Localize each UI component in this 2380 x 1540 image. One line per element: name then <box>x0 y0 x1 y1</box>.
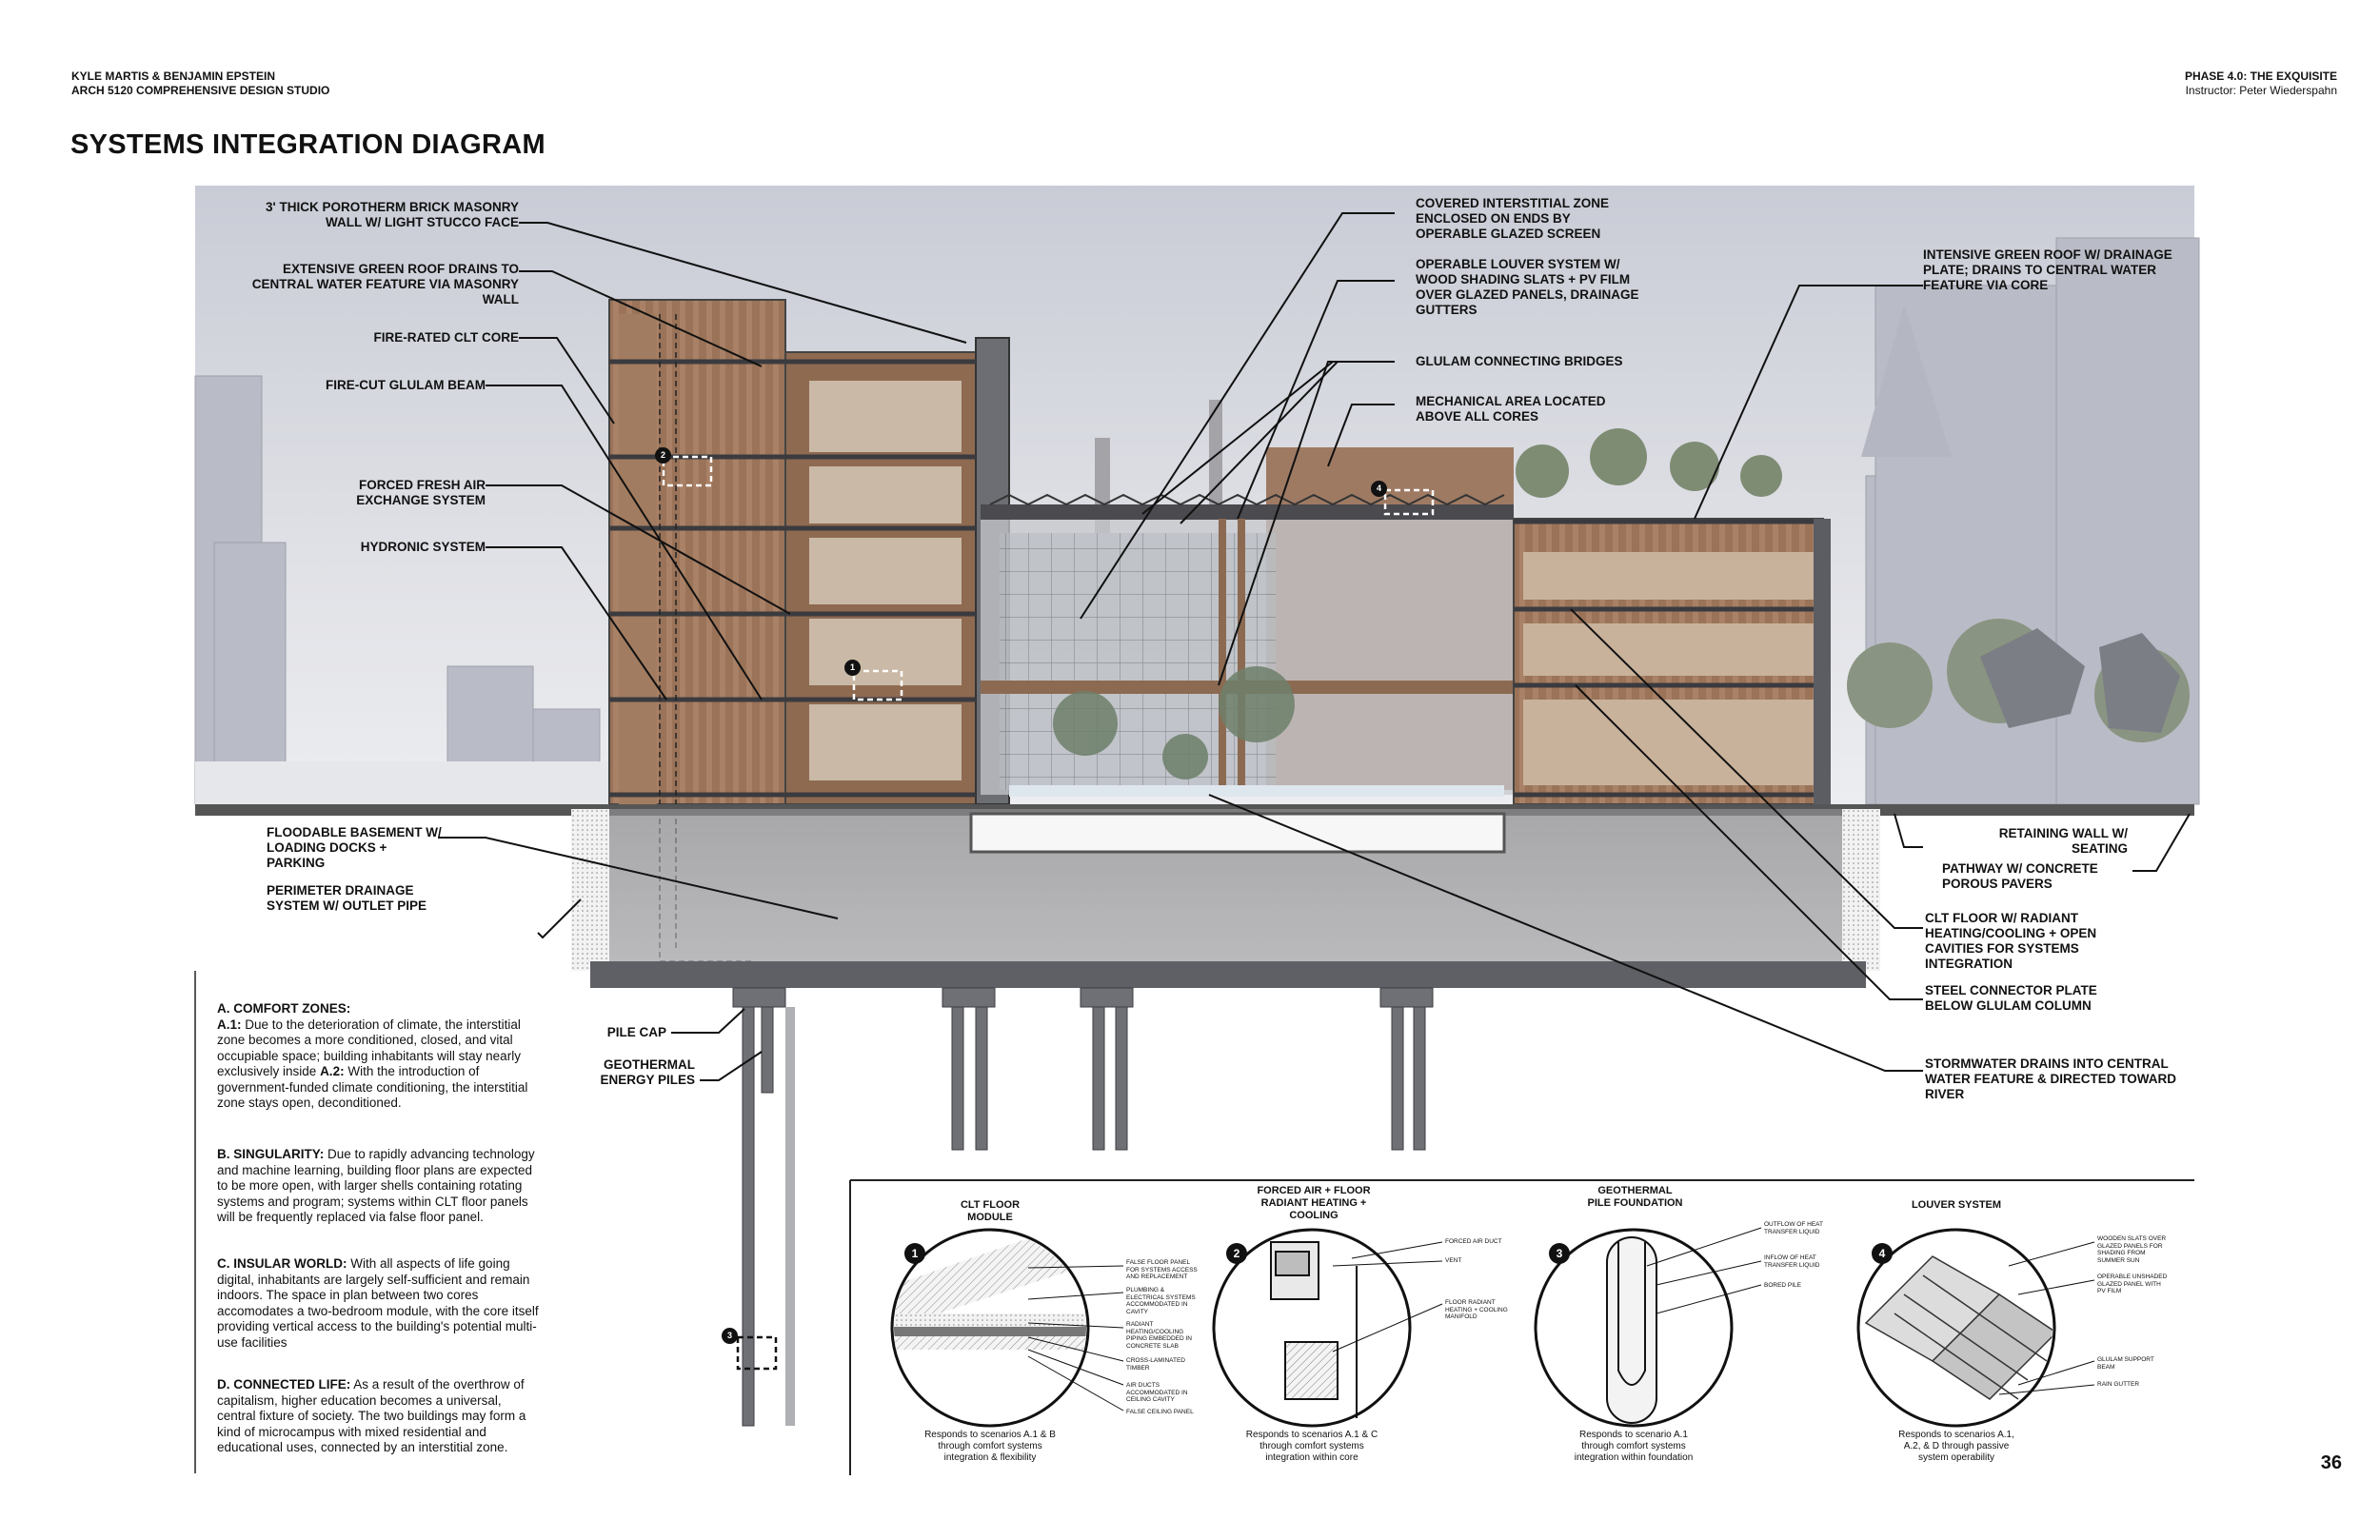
detail-4-note-1: WOODEN SLATS OVER GLAZED PANELS FOR SHAD… <box>2097 1235 2167 1264</box>
detail-4-note-2: OPERABLE UNSHADED GLAZED PANEL WITH PV F… <box>2097 1273 2168 1294</box>
scenario-d-text: As a result of the overthrow of capitali… <box>217 1377 526 1454</box>
scenario-a-heading: A. COMFORT ZONES: <box>217 1001 351 1016</box>
callout-louver: OPERABLE LOUVER SYSTEM W/ WOOD SHADING S… <box>1416 257 1639 317</box>
phase: PHASE 4.0: THE EXQUISITE <box>2184 69 2337 83</box>
detail-1-note-3: RADIANT HEATING/COOLING PIPING EMBEDDED … <box>1126 1321 1192 1350</box>
marker-4: 4 <box>1371 481 1387 497</box>
scenario-a2-label: A.2: <box>320 1064 345 1078</box>
header-right: PHASE 4.0: THE EXQUISITE Instructor: Pet… <box>2185 69 2337 98</box>
callout-pathway: PATHWAY W/ CONCRETE POROUS PAVERS <box>1942 861 2098 891</box>
detail-1-title: CLT FLOOR MODULE <box>960 1199 1021 1223</box>
page-number: 36 <box>2320 1452 2342 1473</box>
marker-2: 2 <box>655 447 671 464</box>
marker-3: 3 <box>722 1328 738 1344</box>
detail-1-note-1: FALSE FLOOR PANEL FOR SYSTEMS ACCESS AND… <box>1126 1259 1198 1280</box>
callout-steel-plate: STEEL CONNECTOR PLATE BELOW GLULAM COLUM… <box>1925 983 2097 1013</box>
scenario-a1-text: Due to the deterioration of climate, the… <box>217 1017 521 1079</box>
scenario-d-heading: D. CONNECTED LIFE: <box>217 1377 351 1392</box>
scenario-b: B. SINGULARITY: Due to rapidly advancing… <box>217 1147 541 1226</box>
detail-3-badge: 3 <box>1549 1243 1570 1264</box>
instructor: Instructor: Peter Wiederspahn <box>2185 84 2337 97</box>
detail-4-note-4: RAIN GUTTER <box>2097 1381 2140 1388</box>
left-building <box>608 299 1010 962</box>
callout-hydronic: HYDRONIC SYSTEM <box>360 540 486 554</box>
detail-2-note-3: FLOOR RADIANT HEATING + COOLING MANIFOLD <box>1445 1299 1508 1320</box>
interstitial-zone <box>981 493 1514 797</box>
callout-geothermal: GEOTHERMAL ENERGY PILES <box>600 1057 695 1087</box>
course: ARCH 5120 COMPREHENSIVE DESIGN STUDIO <box>71 84 330 97</box>
detail-1-note-4: CROSS-LAMINATED TIMBER <box>1126 1357 1185 1372</box>
detail-2-note-1: FORCED AIR DUCT <box>1445 1238 1502 1245</box>
detail-3-note-1: OUTFLOW OF HEAT TRANSFER LIQUID <box>1764 1221 1823 1235</box>
detail-4-note-3: GLULAM SUPPORT BEAM <box>2097 1356 2154 1371</box>
substructure <box>195 804 2194 1427</box>
roof-trees <box>1516 428 1782 498</box>
scenario-c: C. INSULAR WORLD: With all aspects of li… <box>217 1256 541 1351</box>
scenario-c-heading: C. INSULAR WORLD: <box>217 1256 347 1271</box>
right-building <box>1513 428 2190 805</box>
detail-2-art <box>1270 1241 1358 1418</box>
marker-1: 1 <box>844 660 861 676</box>
scenario-a2-text: With the introduction of government-fund… <box>217 1064 528 1110</box>
callout-pile-cap: PILE CAP <box>606 1025 666 1039</box>
detail-1-note-2: PLUMBING & ELECTRICAL SYSTEMS ACCOMMODAT… <box>1126 1287 1196 1315</box>
detail-4-art <box>1864 1255 2053 1400</box>
callout-brick-wall: 3' THICK POROTHERM BRICK MASONRY WALL W/… <box>266 200 519 229</box>
detail-2-badge: 2 <box>1226 1243 1247 1264</box>
scenario-a1-label: A.1: <box>217 1017 242 1032</box>
callout-basement: FLOODABLE BASEMENT W/ LOADING DOCKS + PA… <box>267 825 442 870</box>
leader-lines <box>438 212 2191 1081</box>
courtyard-trees <box>1053 666 1295 780</box>
callout-green-roof-drains: EXTENSIVE GREEN ROOF DRAINS TO CENTRAL W… <box>251 262 519 306</box>
callout-intensive-roof: INTENSIVE GREEN ROOF W/ DRAINAGE PLATE; … <box>1923 247 2172 292</box>
callout-retaining-wall: RETAINING WALL W/ SEATING <box>1998 826 2128 856</box>
callout-clt-core: FIRE-RATED CLT CORE <box>373 330 520 345</box>
detail-4-caption: Responds to scenarios A.1, A.2, & D thro… <box>1898 1430 2014 1463</box>
detail-3-note-3: BORED PILE <box>1764 1282 1802 1289</box>
header-left: KYLE MARTIS & BENJAMIN EPSTEIN ARCH 5120… <box>71 69 329 98</box>
callout-stormwater: STORMWATER DRAINS INTO CENTRAL WATER FEA… <box>1925 1056 2176 1101</box>
detail-3-note-2: INFLOW OF HEAT TRANSFER LIQUID <box>1764 1254 1820 1269</box>
detail-3-art <box>1606 1236 1657 1424</box>
authors: KYLE MARTIS & BENJAMIN EPSTEIN <box>71 69 276 83</box>
scenario-a: A. COMFORT ZONES: A.1: Due to the deteri… <box>217 1001 541 1112</box>
detail-1-note-6: FALSE CEILING PANEL <box>1126 1409 1194 1415</box>
scenario-b-text: Due to rapidly advancing technology and … <box>217 1147 535 1224</box>
callout-glulam-beam: FIRE-CUT GLULAM BEAM <box>326 378 486 392</box>
detail-4-title: LOUVER SYSTEM <box>1911 1199 2002 1211</box>
detail-note-leaders <box>1027 1227 2095 1412</box>
callout-clt-floor: CLT FLOOR W/ RADIANT HEATING/COOLING + O… <box>1925 911 2097 971</box>
page-title: SYSTEMS INTEGRATION DIAGRAM <box>70 129 545 160</box>
scenario-b-heading: B. SINGULARITY: <box>217 1147 325 1161</box>
scenario-c-text: With all aspects of life going digital, … <box>217 1256 539 1350</box>
callout-drainage: PERIMETER DRAINAGE SYSTEM W/ OUTLET PIPE <box>267 883 427 913</box>
detail-2-title: FORCED AIR + FLOOR RADIANT HEATING + COO… <box>1257 1185 1371 1221</box>
detail-3-caption: Responds to scenario A.1 through comfort… <box>1574 1430 1694 1463</box>
detail-4-badge: 4 <box>1872 1243 1893 1264</box>
detail-1-caption: Responds to scenarios A.1 & B through co… <box>924 1430 1056 1463</box>
callout-fresh-air: FORCED FRESH AIR EXCHANGE SYSTEM <box>356 478 486 507</box>
detail-2-note-2: VENT <box>1445 1257 1462 1264</box>
scenario-d: D. CONNECTED LIFE: As a result of the ov… <box>217 1377 541 1456</box>
detail-1-note-5: AIR DUCTS ACCOMMODATED IN CEILING CAVITY <box>1126 1382 1188 1403</box>
callout-interstitial: COVERED INTERSTITIAL ZONE ENCLOSED ON EN… <box>1416 196 1610 241</box>
detail-3-title: GEOTHERMAL PILE FOUNDATION <box>1587 1185 1683 1209</box>
detail-2-caption: Responds to scenarios A.1 & C through co… <box>1245 1430 1378 1463</box>
detail-1-badge: 1 <box>904 1243 925 1264</box>
callout-bridges: GLULAM CONNECTING BRIDGES <box>1416 354 1623 368</box>
callout-mechanical: MECHANICAL AREA LOCATED ABOVE ALL CORES <box>1416 394 1606 424</box>
